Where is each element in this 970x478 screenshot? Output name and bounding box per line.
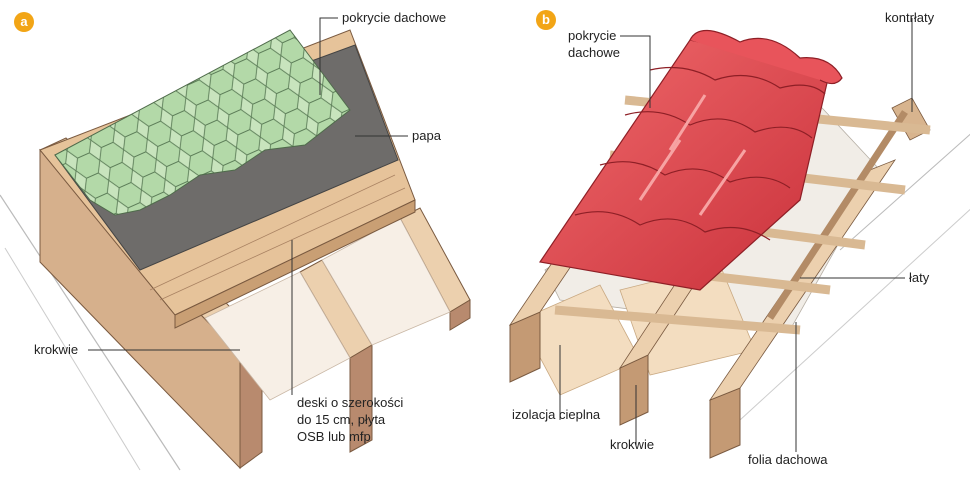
ground-line [4, 247, 141, 471]
label-rafters-b: krokwie [610, 437, 655, 452]
tile-row [599, 161, 791, 189]
leader-roof-covering-a [319, 17, 338, 95]
panel-a-badge: a [14, 12, 34, 32]
tile-row [574, 211, 771, 241]
metal-tile-sheet [538, 39, 831, 291]
tile-row [624, 111, 813, 139]
board-joint [149, 174, 396, 291]
ground-line [739, 208, 970, 421]
panel-b-badge: b [536, 10, 556, 30]
label-counter-battens: kontrłaty [885, 10, 935, 25]
ceiling-panel [204, 271, 351, 401]
leader-roof-covering-b [620, 35, 651, 108]
label-roof-foil: folia dachowa [748, 452, 828, 467]
shingles [54, 29, 351, 216]
tile-highlight [698, 149, 747, 216]
batten [554, 305, 801, 335]
tile-curl [689, 29, 843, 85]
tile-highlight [668, 94, 707, 151]
board-joint [159, 187, 406, 301]
ground-line [0, 194, 181, 471]
label-boards-line3: OSB lub mfp [297, 429, 371, 444]
label-battens: łaty [909, 270, 930, 285]
tile-highlight [638, 139, 682, 201]
label-insulation: izolacja cieplna [512, 407, 601, 422]
tile-row [649, 66, 826, 95]
ground-line [839, 133, 970, 251]
label-felt: papa [412, 128, 441, 143]
label-rafters-a: krokwie [34, 342, 79, 357]
panel-b-drawing [508, 29, 970, 459]
deck-edge [174, 199, 416, 329]
label-boards-line1: deski o szerokości [297, 395, 404, 410]
rafter-end [449, 299, 471, 331]
label-roof-covering-b-line1: pokrycie [568, 28, 617, 43]
rafter-end [349, 344, 373, 453]
leader-lines [88, 17, 913, 452]
label-boards-line2: do 15 cm, płyta [297, 412, 386, 427]
panel-a-drawing [0, 29, 471, 471]
label-roof-covering-b-line2: dachowe [568, 45, 621, 60]
label-roof-covering-a: pokrycie dachowe [342, 10, 447, 25]
